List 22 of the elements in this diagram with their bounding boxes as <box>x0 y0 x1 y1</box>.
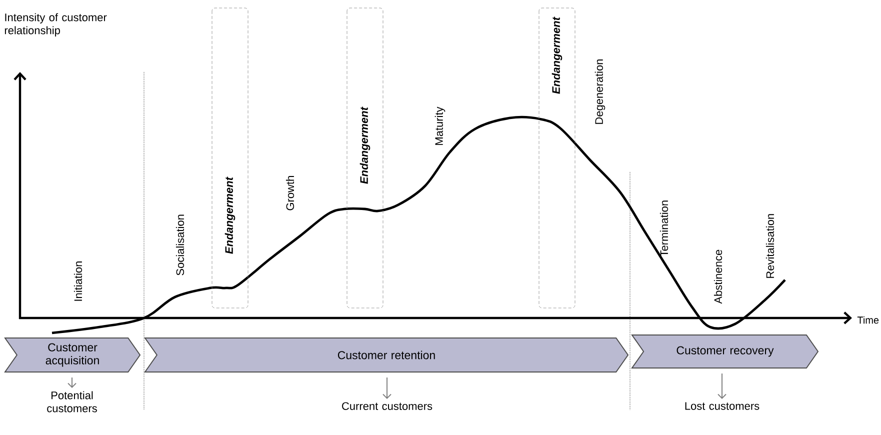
phase-label: Revitalisation <box>766 214 774 278</box>
phase-label: Growth <box>286 176 294 210</box>
outcome-text: Lost customers <box>685 402 760 410</box>
axis-title: Time <box>857 316 879 324</box>
arrow <box>718 373 726 399</box>
axis-title: Intensity of customer relationship <box>4 13 107 36</box>
phase-label: Termination <box>660 200 668 257</box>
phase-label: Degeneration <box>594 59 606 124</box>
endangerment-box: Endangerment <box>538 8 576 308</box>
outcome-text: Potential customers <box>47 391 97 412</box>
arrow <box>382 377 392 399</box>
phase-label: Initiation <box>74 262 82 301</box>
outcome-text: Current customers <box>342 402 432 410</box>
phase-banner: Customer retention <box>144 338 629 372</box>
arrow <box>68 377 76 388</box>
endangerment-box: Endangerment <box>212 8 248 308</box>
phase-label: Maturity <box>434 106 446 145</box>
phase-label: Socialisation <box>176 214 184 276</box>
phase-label: Abstinence <box>714 250 722 304</box>
endangerment-box: Endangerment <box>346 8 384 308</box>
phase-banner: Customer recovery <box>631 334 819 368</box>
phase-banner: Customer acquisition <box>4 338 141 372</box>
